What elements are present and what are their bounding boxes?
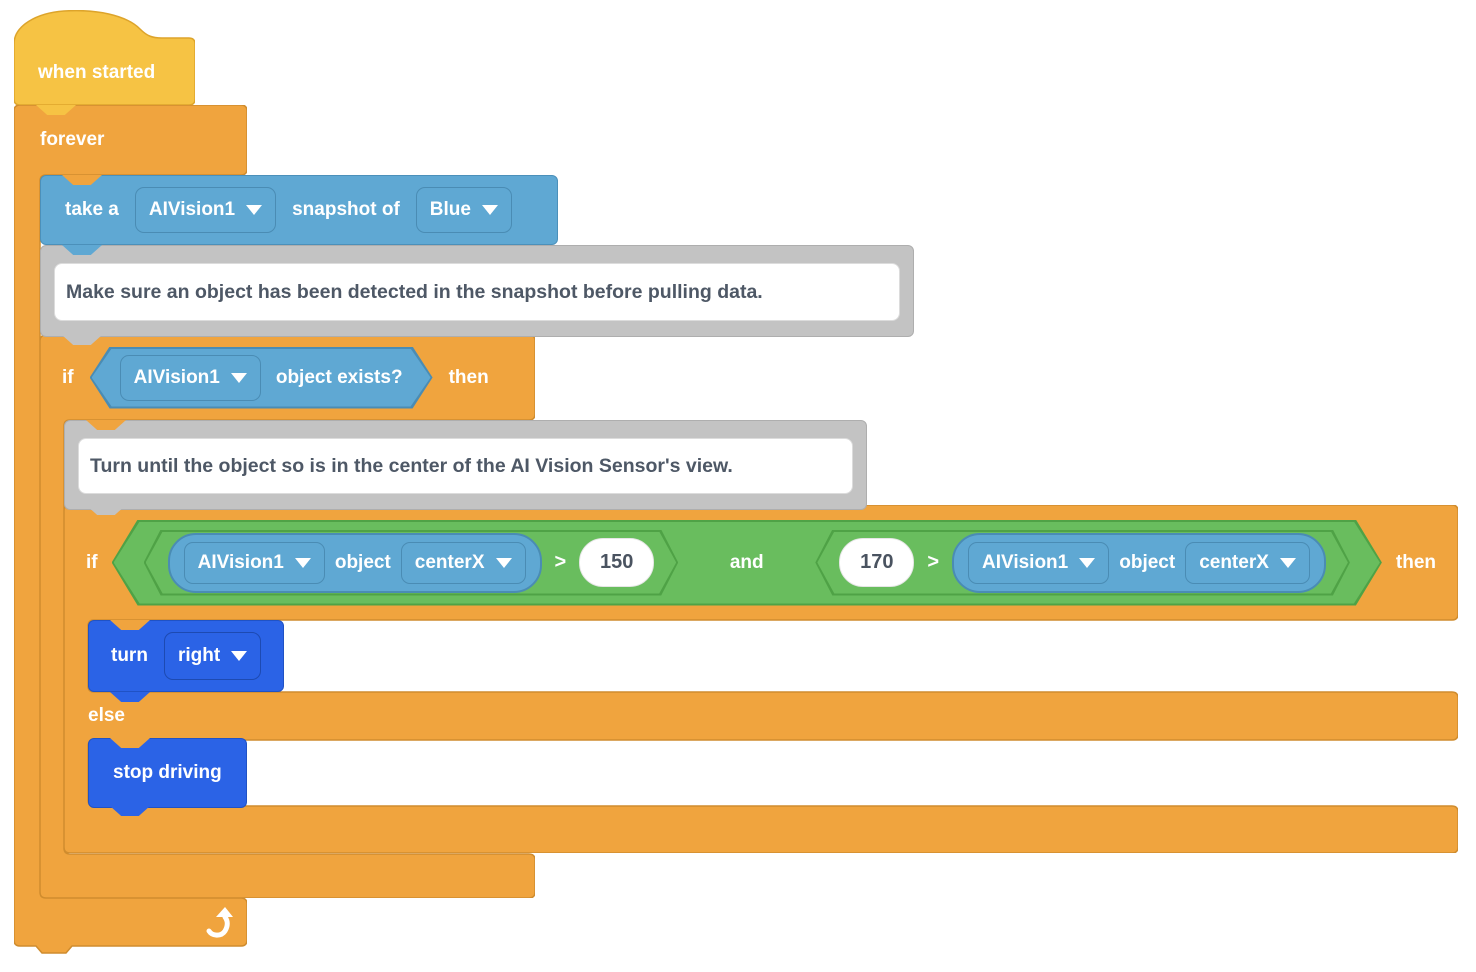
if-center-header: if AIVision1 object bbox=[64, 505, 1458, 620]
turn-label: turn bbox=[111, 645, 148, 666]
forever-label: forever bbox=[40, 129, 105, 150]
stop-driving-block[interactable]: stop driving bbox=[88, 738, 247, 808]
greater-than-operator: > bbox=[554, 551, 567, 573]
object-exists-boolean-block[interactable]: AIVision1 object exists? bbox=[90, 347, 433, 409]
if-object-exists-header: if AIVision1 object exists? then bbox=[40, 335, 535, 420]
greater-than-right-boolean-block[interactable]: 170 > AIVision1 object centerX bbox=[815, 530, 1350, 596]
connector-notch bbox=[110, 620, 150, 630]
dropdown-caret-icon bbox=[231, 651, 248, 661]
dropdown-caret-icon bbox=[481, 205, 498, 215]
greater-than-left-boolean-block[interactable]: AIVision1 object centerX > 150 bbox=[144, 530, 679, 596]
connector-notch bbox=[62, 175, 102, 185]
snapshot-device-dropdown[interactable]: AIVision1 bbox=[134, 187, 277, 233]
dropdown-caret-icon bbox=[495, 557, 512, 568]
object-centerx-reporter[interactable]: AIVision1 object centerX bbox=[952, 532, 1326, 593]
forever-block-frame[interactable] bbox=[14, 105, 247, 954]
object-exists-label: object exists? bbox=[275, 366, 403, 388]
object-label: object bbox=[334, 551, 391, 573]
connector-notch bbox=[110, 806, 150, 816]
if-label: if bbox=[62, 366, 74, 388]
connector-notch bbox=[62, 335, 102, 345]
if-object-exists-frame[interactable] bbox=[40, 335, 535, 898]
comment-turn-text: Turn until the object so is in the cente… bbox=[78, 438, 853, 494]
connector-notch bbox=[110, 738, 150, 748]
dropdown-caret-icon bbox=[246, 205, 263, 215]
comment-turn-block[interactable]: Turn until the object so is in the cente… bbox=[64, 420, 867, 510]
when-started-label: when started bbox=[38, 62, 156, 83]
if-label: if bbox=[86, 551, 98, 573]
connector-notch bbox=[86, 505, 126, 515]
comment-detect-text: Make sure an object has been detected in… bbox=[54, 263, 900, 321]
dropdown-caret-icon bbox=[1079, 557, 1096, 568]
then-label: then bbox=[1395, 551, 1436, 573]
dropdown-caret-icon bbox=[1279, 557, 1296, 568]
connector-notch bbox=[110, 692, 150, 702]
connector-notch bbox=[36, 105, 76, 115]
connector-notch bbox=[62, 245, 102, 255]
take-snapshot-prefix-label: take a bbox=[65, 199, 119, 220]
connector-notch bbox=[86, 420, 126, 430]
loop-arrow-icon bbox=[202, 906, 238, 940]
dropdown-caret-icon bbox=[294, 557, 311, 568]
threshold-170-input[interactable]: 170 bbox=[839, 538, 915, 587]
centerx-device-dropdown[interactable]: AIVision1 bbox=[183, 541, 325, 584]
exists-device-dropdown[interactable]: AIVision1 bbox=[119, 354, 261, 401]
else-label: else bbox=[88, 705, 125, 726]
and-boolean-block[interactable]: AIVision1 object centerX > 150 bbox=[112, 520, 1382, 606]
turn-direction-dropdown[interactable]: right bbox=[163, 632, 262, 680]
comment-detect-block[interactable]: Make sure an object has been detected in… bbox=[40, 245, 914, 337]
and-label: and bbox=[729, 551, 764, 573]
threshold-150-input[interactable]: 150 bbox=[579, 538, 655, 587]
stop-driving-label: stop driving bbox=[113, 762, 222, 783]
centerx-device-dropdown[interactable]: AIVision1 bbox=[968, 541, 1110, 584]
object-label: object bbox=[1119, 551, 1176, 573]
take-snapshot-middle-label: snapshot of bbox=[292, 199, 400, 220]
then-label: then bbox=[448, 366, 489, 388]
greater-than-operator: > bbox=[927, 551, 939, 573]
object-centerx-reporter[interactable]: AIVision1 object centerX bbox=[167, 532, 542, 593]
turn-block[interactable]: turn right bbox=[88, 620, 285, 692]
snapshot-signature-dropdown[interactable]: Blue bbox=[415, 187, 512, 233]
centerx-property-dropdown[interactable]: centerX bbox=[1185, 541, 1310, 584]
dropdown-caret-icon bbox=[230, 372, 247, 383]
take-snapshot-block[interactable]: take a AIVision1 snapshot of Blue bbox=[40, 175, 558, 245]
centerx-property-dropdown[interactable]: centerX bbox=[400, 541, 526, 584]
